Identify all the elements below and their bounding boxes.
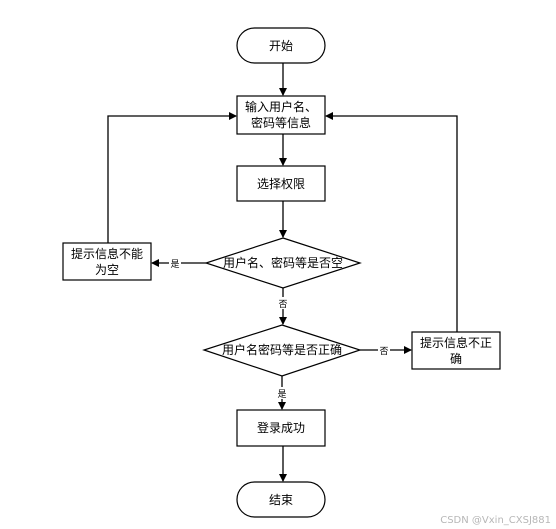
login-label: 登录成功 xyxy=(257,420,305,435)
error-empty-label-line2: 为空 xyxy=(95,263,119,277)
select-permission-node xyxy=(236,165,326,202)
input-label-line2: 密码等信息 xyxy=(251,115,311,130)
check-empty-label: 用户名、密码等是否空 xyxy=(223,255,343,270)
login-success-node xyxy=(236,409,326,447)
input-node xyxy=(236,95,326,135)
error-wrong-node xyxy=(411,331,501,370)
select-label: 选择权限 xyxy=(257,177,305,191)
edge-error-empty-loop xyxy=(107,112,237,243)
error-empty-node xyxy=(62,242,152,281)
label-correct-yes: 是 xyxy=(277,389,286,400)
start-node xyxy=(236,27,326,64)
edge-error-wrong-loop xyxy=(325,112,458,332)
error-empty-label-line1: 提示信息不能 xyxy=(71,246,143,261)
error-wrong-label-line2: 确 xyxy=(450,352,462,366)
label-empty-yes: 是 xyxy=(170,259,179,270)
label-correct-no: 否 xyxy=(379,346,388,357)
label-empty-no: 否 xyxy=(278,299,287,310)
watermark: CSDN @Vxin_CXSJ881 xyxy=(440,515,551,526)
input-label-line1: 输入用户名、 xyxy=(245,99,317,114)
start-label: 开始 xyxy=(269,39,293,53)
end-label: 结束 xyxy=(269,493,293,507)
end-node xyxy=(236,481,326,518)
check-correct-label: 用户名密码等是否正确 xyxy=(222,342,342,357)
error-wrong-label-line1: 提示信息不正 xyxy=(420,335,492,350)
